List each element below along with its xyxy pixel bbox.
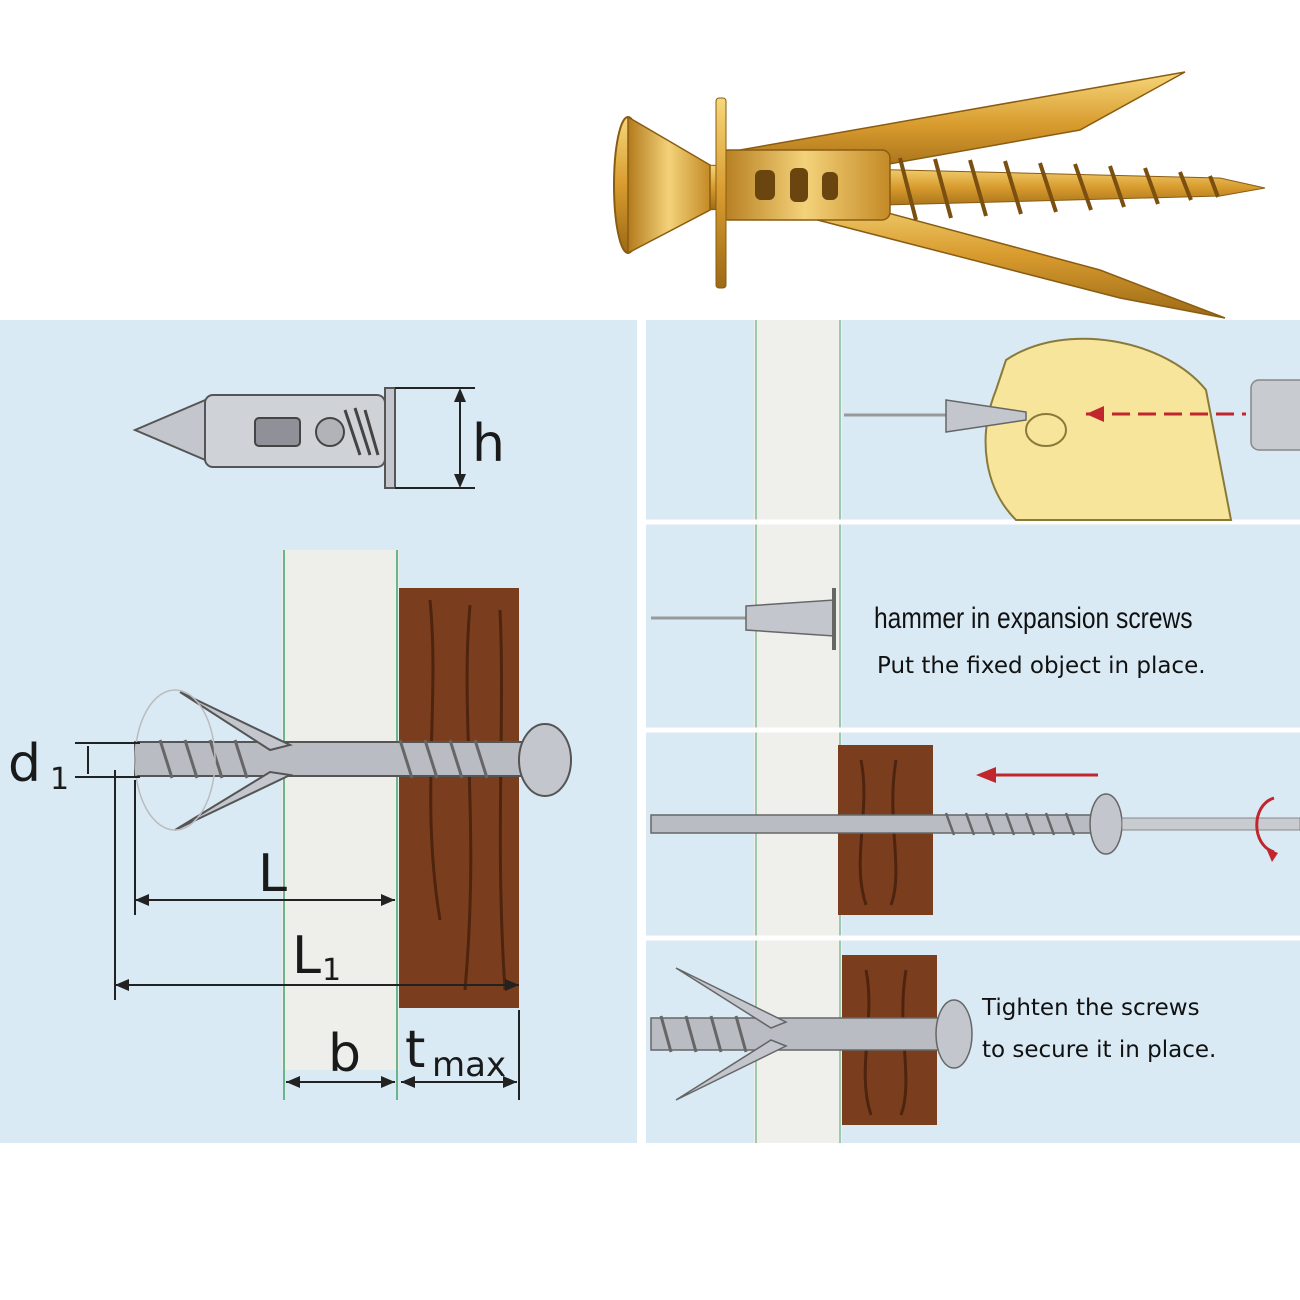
label-L1: L (292, 926, 321, 986)
label-b: b (328, 1024, 362, 1084)
product-illustration (600, 60, 1290, 330)
anchor-side-view-icon (132, 387, 396, 489)
step2-text-line2: Put the fixed object in place. (877, 653, 1206, 679)
label-t-sub: max (432, 1045, 507, 1085)
step4-text-line2: to secure it in place. (982, 1037, 1217, 1063)
step2-text-line1: hammer in expansion screws (874, 602, 1193, 635)
dimension-diagram-panel: h d 1 L L 1 b t max (0, 320, 637, 1143)
label-L: L (258, 844, 287, 904)
gold-anchor-icon (613, 71, 1266, 319)
installation-steps-panel: hammer in expansion screws Put the fixed… (646, 320, 1300, 1143)
label-h: h (472, 414, 505, 474)
label-L1-sub: 1 (322, 953, 342, 988)
label-d: d (8, 734, 42, 794)
hand-icon (984, 337, 1233, 521)
label-t: t (405, 1020, 426, 1080)
step4-text-line1: Tighten the screws (982, 995, 1200, 1021)
label-d-sub: 1 (50, 762, 70, 797)
